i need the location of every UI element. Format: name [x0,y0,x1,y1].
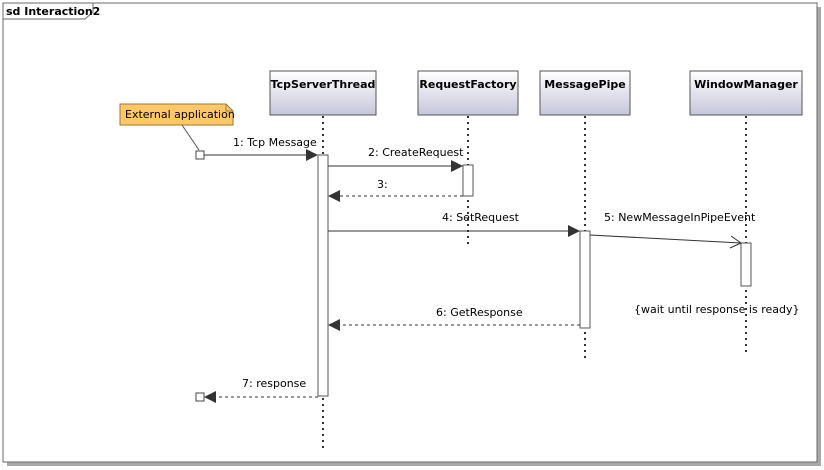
lifeline-name: WindowManager [694,78,798,91]
note-anchor-line [181,124,200,151]
lifeline-message-pipe[interactable]: MessagePipe [539,70,631,116]
arrow-head [328,190,340,202]
message-label: 5: NewMessageInPipeEvent [604,211,756,224]
message-new-message-in-pipe-event[interactable]: 5: NewMessageInPipeEvent [589,211,756,249]
activation-bar-tcp[interactable] [317,154,329,397]
found-message-gate[interactable] [195,150,205,160]
message-response[interactable]: 7: response [204,377,318,403]
wait-constraint: {wait until response is ready} [634,303,800,316]
lost-message-gate[interactable] [195,392,205,402]
note-shape[interactable] [119,103,234,126]
lifeline-header[interactable] [539,70,631,116]
lifeline-request-factory[interactable]: RequestFactory [417,70,519,116]
message-get-response[interactable]: 6: GetResponse [328,306,580,331]
arrow-head [729,235,743,249]
message-label: 1: Tcp Message [233,136,317,149]
activation-bar-factory[interactable] [462,164,474,197]
frame-label-tab [2,2,94,20]
message-label: 2: CreateRequest [368,146,464,159]
activation-bar-window[interactable] [740,242,752,287]
arrow-head [451,160,463,172]
lifeline-header[interactable] [417,70,519,116]
message-label: 3: [377,178,388,191]
message-set-request[interactable]: 4: SetRequest [328,211,580,237]
message-label: 4: SetRequest [442,211,520,224]
lifeline-name: RequestFactory [419,78,516,91]
lifeline-name: TcpServerThread [271,78,376,91]
note-text: External application [125,108,235,121]
message-create-request[interactable]: 2: CreateRequest [328,146,464,172]
interaction-frame [2,2,818,463]
frame-label: sd Interaction2 [6,5,100,18]
arrow-head [568,225,580,237]
message-label: 7: response [242,377,306,390]
arrow-head [306,149,318,161]
lifeline-header[interactable] [689,70,803,116]
message-tcp-message[interactable]: 1: Tcp Message [204,136,318,161]
message-label: 6: GetResponse [436,306,523,319]
lifeline-tcp-server-thread[interactable]: TcpServerThread [269,70,377,116]
lifeline-header[interactable] [269,70,377,116]
note-fold [225,104,233,112]
arrow-head [204,391,216,403]
message-return-3[interactable]: 3: [328,178,463,202]
arrow-head [328,319,340,331]
lifeline-window-manager[interactable]: WindowManager [689,70,803,116]
lifeline-name: MessagePipe [544,78,625,91]
external-application-note[interactable]: External application [119,103,235,151]
activation-bar-pipe[interactable] [579,230,591,329]
